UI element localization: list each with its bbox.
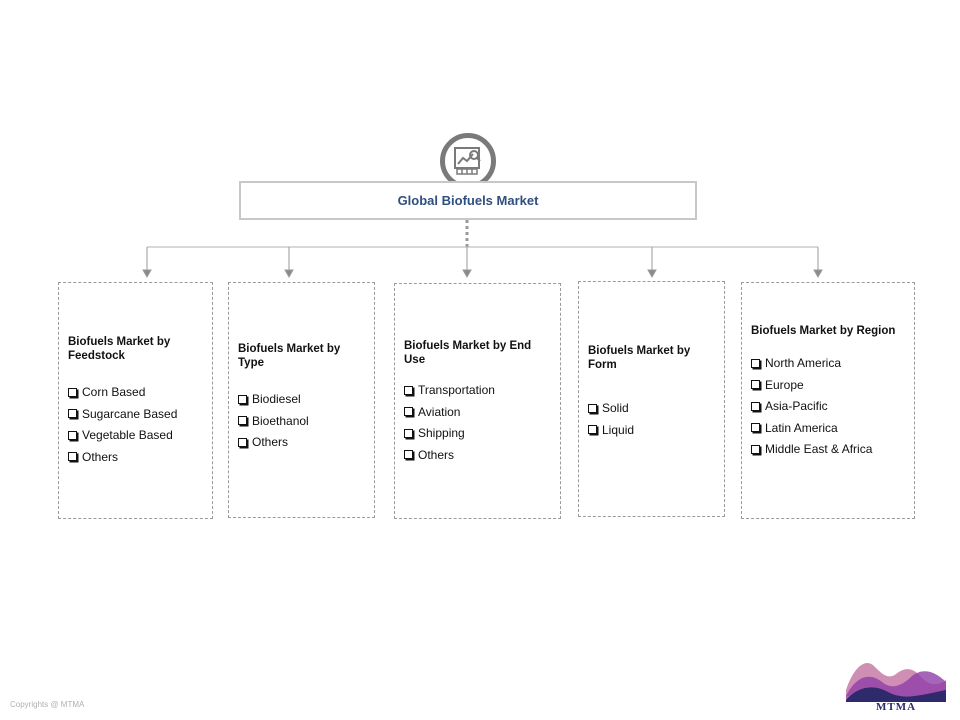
checkbox-icon	[404, 407, 413, 417]
list-item: North America	[751, 353, 905, 375]
checkbox-icon	[404, 385, 413, 395]
list-item: Biodiesel	[238, 389, 365, 411]
list-item: Others	[238, 432, 365, 454]
segment-title: Biofuels Market by Form	[588, 345, 691, 371]
checkbox-icon	[588, 403, 597, 413]
checkbox-icon	[751, 423, 760, 433]
list-item: Corn Based	[68, 382, 203, 404]
list-item: Asia-Pacific	[751, 396, 905, 418]
checkbox-icon	[68, 430, 77, 440]
copyright-text: Copyrights @ MTMA	[10, 700, 85, 709]
list-item: Latin America	[751, 418, 905, 440]
segment-region: Biofuels Market by Region North America …	[741, 282, 915, 519]
checkbox-icon	[238, 416, 247, 426]
list-item: Vegetable Based	[68, 425, 203, 447]
list-item: Others	[68, 447, 203, 469]
segment-feedstock: Biofuels Market by Feedstock Corn Based …	[58, 282, 213, 519]
checkbox-icon	[751, 444, 760, 454]
checkbox-icon	[238, 437, 247, 447]
mtma-logo: MTMA	[844, 656, 948, 717]
checkbox-icon	[238, 394, 247, 404]
checkbox-icon	[404, 428, 413, 438]
root-title: Global Biofuels Market	[397, 193, 539, 208]
list-item: Shipping	[404, 423, 551, 445]
segment-title: Biofuels Market by Type	[238, 343, 341, 369]
list-item: Middle East & Africa	[751, 439, 905, 461]
checkbox-icon	[751, 401, 760, 411]
segment-end-use: Biofuels Market by End Use Transportatio…	[394, 283, 561, 519]
segment-title: Biofuels Market by End Use	[404, 340, 532, 366]
checkbox-icon	[68, 452, 77, 462]
checkbox-icon	[751, 358, 760, 368]
list-item: Liquid	[588, 420, 715, 442]
logo-text: MTMA	[876, 701, 916, 712]
root-node: Global Biofuels Market	[239, 181, 697, 220]
checkbox-icon	[588, 425, 597, 435]
segment-type: Biofuels Market by Type Biodiesel Bioeth…	[228, 282, 375, 518]
checkbox-icon	[68, 387, 77, 397]
list-item: Sugarcane Based	[68, 404, 203, 426]
list-item: Aviation	[404, 402, 551, 424]
segment-title: Biofuels Market by Feedstock	[68, 336, 171, 362]
checkbox-icon	[751, 380, 760, 390]
list-item: Bioethanol	[238, 411, 365, 433]
segment-form: Biofuels Market by Form Solid Liquid	[578, 281, 725, 517]
checkbox-icon	[404, 450, 413, 460]
checkbox-icon	[68, 409, 77, 419]
list-item: Others	[404, 445, 551, 467]
list-item: Transportation	[404, 380, 551, 402]
list-item: Solid	[588, 398, 715, 420]
list-item: Europe	[751, 375, 905, 397]
segment-title: Biofuels Market by Region	[751, 325, 896, 337]
